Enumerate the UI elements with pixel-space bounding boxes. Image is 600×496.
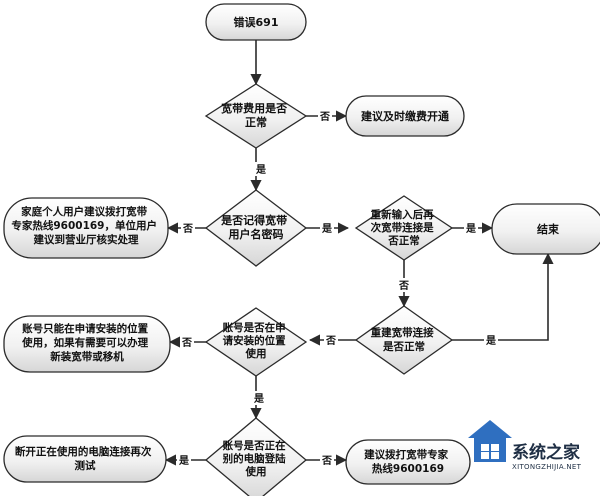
end-node-text: 结束 <box>536 222 560 236</box>
label-rebuild-no: 否 <box>325 335 336 347</box>
label-location-yes: 是 <box>253 393 264 405</box>
hotline-advice-text: 建议拨打宽带专家 热线9600169 <box>363 448 452 475</box>
reenter-check-text: 重新输入后再 次宽带连接是 否正常 <box>371 208 438 247</box>
rebuild-check-node <box>354 305 454 375</box>
watermark-title: 系统之家 <box>512 442 580 463</box>
home-advice-text: 家庭个人用户建议拨打宽带 专家热线9600169，单位用户 建议到营业厅核实处理 <box>11 205 160 246</box>
disconnect-advice-node <box>3 435 167 483</box>
site-watermark: 系统之家 XITONGZHIJIA.NET <box>468 420 582 471</box>
location-advice-node <box>3 315 171 373</box>
remember-check-node <box>204 189 308 267</box>
hotline-advice-node <box>345 439 471 485</box>
location-check-text: 账号是否在申 请安装的位置 使用 <box>222 321 290 360</box>
label-rebuild-yes: 是 <box>485 335 496 347</box>
remember-check-text: 是否记得宽带 用户名密码 <box>220 213 291 241</box>
disconnect-advice-text: 断开正在使用的电脑连接再次 测试 <box>15 445 155 472</box>
label-location-no: 否 <box>181 337 192 349</box>
fee-check-text: 宽带费用是否 正常 <box>220 101 291 129</box>
start-node-text: 错误691 <box>234 15 279 29</box>
other-pc-check-text: 账号是否正在 别的电脑登陆 使用 <box>222 439 290 478</box>
start-node <box>205 3 307 41</box>
location-check-node <box>204 307 308 377</box>
label-remember-no: 否 <box>182 223 193 235</box>
label-remember-yes: 是 <box>321 223 332 235</box>
label-otherpc-no: 否 <box>321 455 332 467</box>
house-logo-icon <box>468 420 512 462</box>
edge-rebuild-yes <box>452 252 554 341</box>
fee-advice-node <box>345 95 465 137</box>
end-node <box>491 203 600 255</box>
reenter-check-node <box>354 195 454 261</box>
label-reenter-yes: 是 <box>465 223 476 235</box>
other-pc-check-node <box>204 417 308 496</box>
fee-check-node <box>204 83 308 149</box>
label-otherpc-yes: 是 <box>178 455 189 467</box>
fee-advice-text: 建议及时缴费开通 <box>361 109 449 123</box>
rebuild-check-text: 重建宽带连接 是否正常 <box>371 326 438 353</box>
home-advice-node <box>3 197 169 259</box>
label-fee-no: 否 <box>319 111 330 123</box>
location-advice-text: 账号只能在申请安装的位置 使用，如果有需要可以办理 新装宽带或移机 <box>21 322 152 363</box>
label-reenter-no: 否 <box>398 280 409 292</box>
watermark-url: XITONGZHIJIA.NET <box>512 463 582 471</box>
label-fee-yes: 是 <box>255 164 266 176</box>
